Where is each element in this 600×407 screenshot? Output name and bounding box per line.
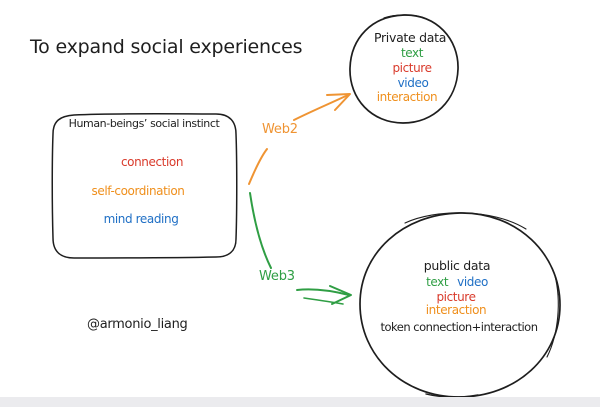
private-item-text: text <box>400 46 424 60</box>
web3-arrowhead <box>329 285 352 305</box>
bottom-strip <box>0 397 600 407</box>
public-circle-sketch-stroke-top <box>404 212 527 230</box>
private-circle-sketch-stroke <box>383 14 425 19</box>
instinct-item-self-coordination: self-coordination <box>91 184 185 198</box>
public-circle-sketch-stroke-right <box>546 275 559 358</box>
instinct-box-outline <box>51 113 238 259</box>
public-token-note: token connection+interaction <box>380 320 538 334</box>
page-title: To expand social experiences <box>30 36 303 58</box>
public-item-interaction: interaction <box>425 303 487 317</box>
private-circle-outline <box>349 14 459 124</box>
public-circle-title: public data <box>423 258 491 273</box>
web3-arrow-shape <box>249 192 352 305</box>
public-item-picture: picture <box>436 290 476 304</box>
web3-arrow-label: Web3 <box>259 269 295 284</box>
web2-arrow-shape <box>248 93 351 185</box>
private-circle-title: Private data <box>373 30 447 45</box>
instinct-item-mind-reading: mind reading <box>103 212 179 226</box>
instinct-item-connection: connection <box>120 155 184 169</box>
web2-arrowhead <box>326 93 351 111</box>
public-row-text-video: text video <box>426 275 488 290</box>
author-handle: @armonio_liang <box>87 317 188 332</box>
web2-arrow-label: Web2 <box>262 122 298 137</box>
private-item-picture: picture <box>392 61 432 75</box>
public-item-text: text <box>426 275 449 289</box>
instinct-box-title: Human-beings’ social instinct <box>68 117 220 130</box>
private-item-interaction: interaction <box>376 90 438 104</box>
public-item-video: video <box>457 275 488 289</box>
private-item-video: video <box>397 76 429 90</box>
